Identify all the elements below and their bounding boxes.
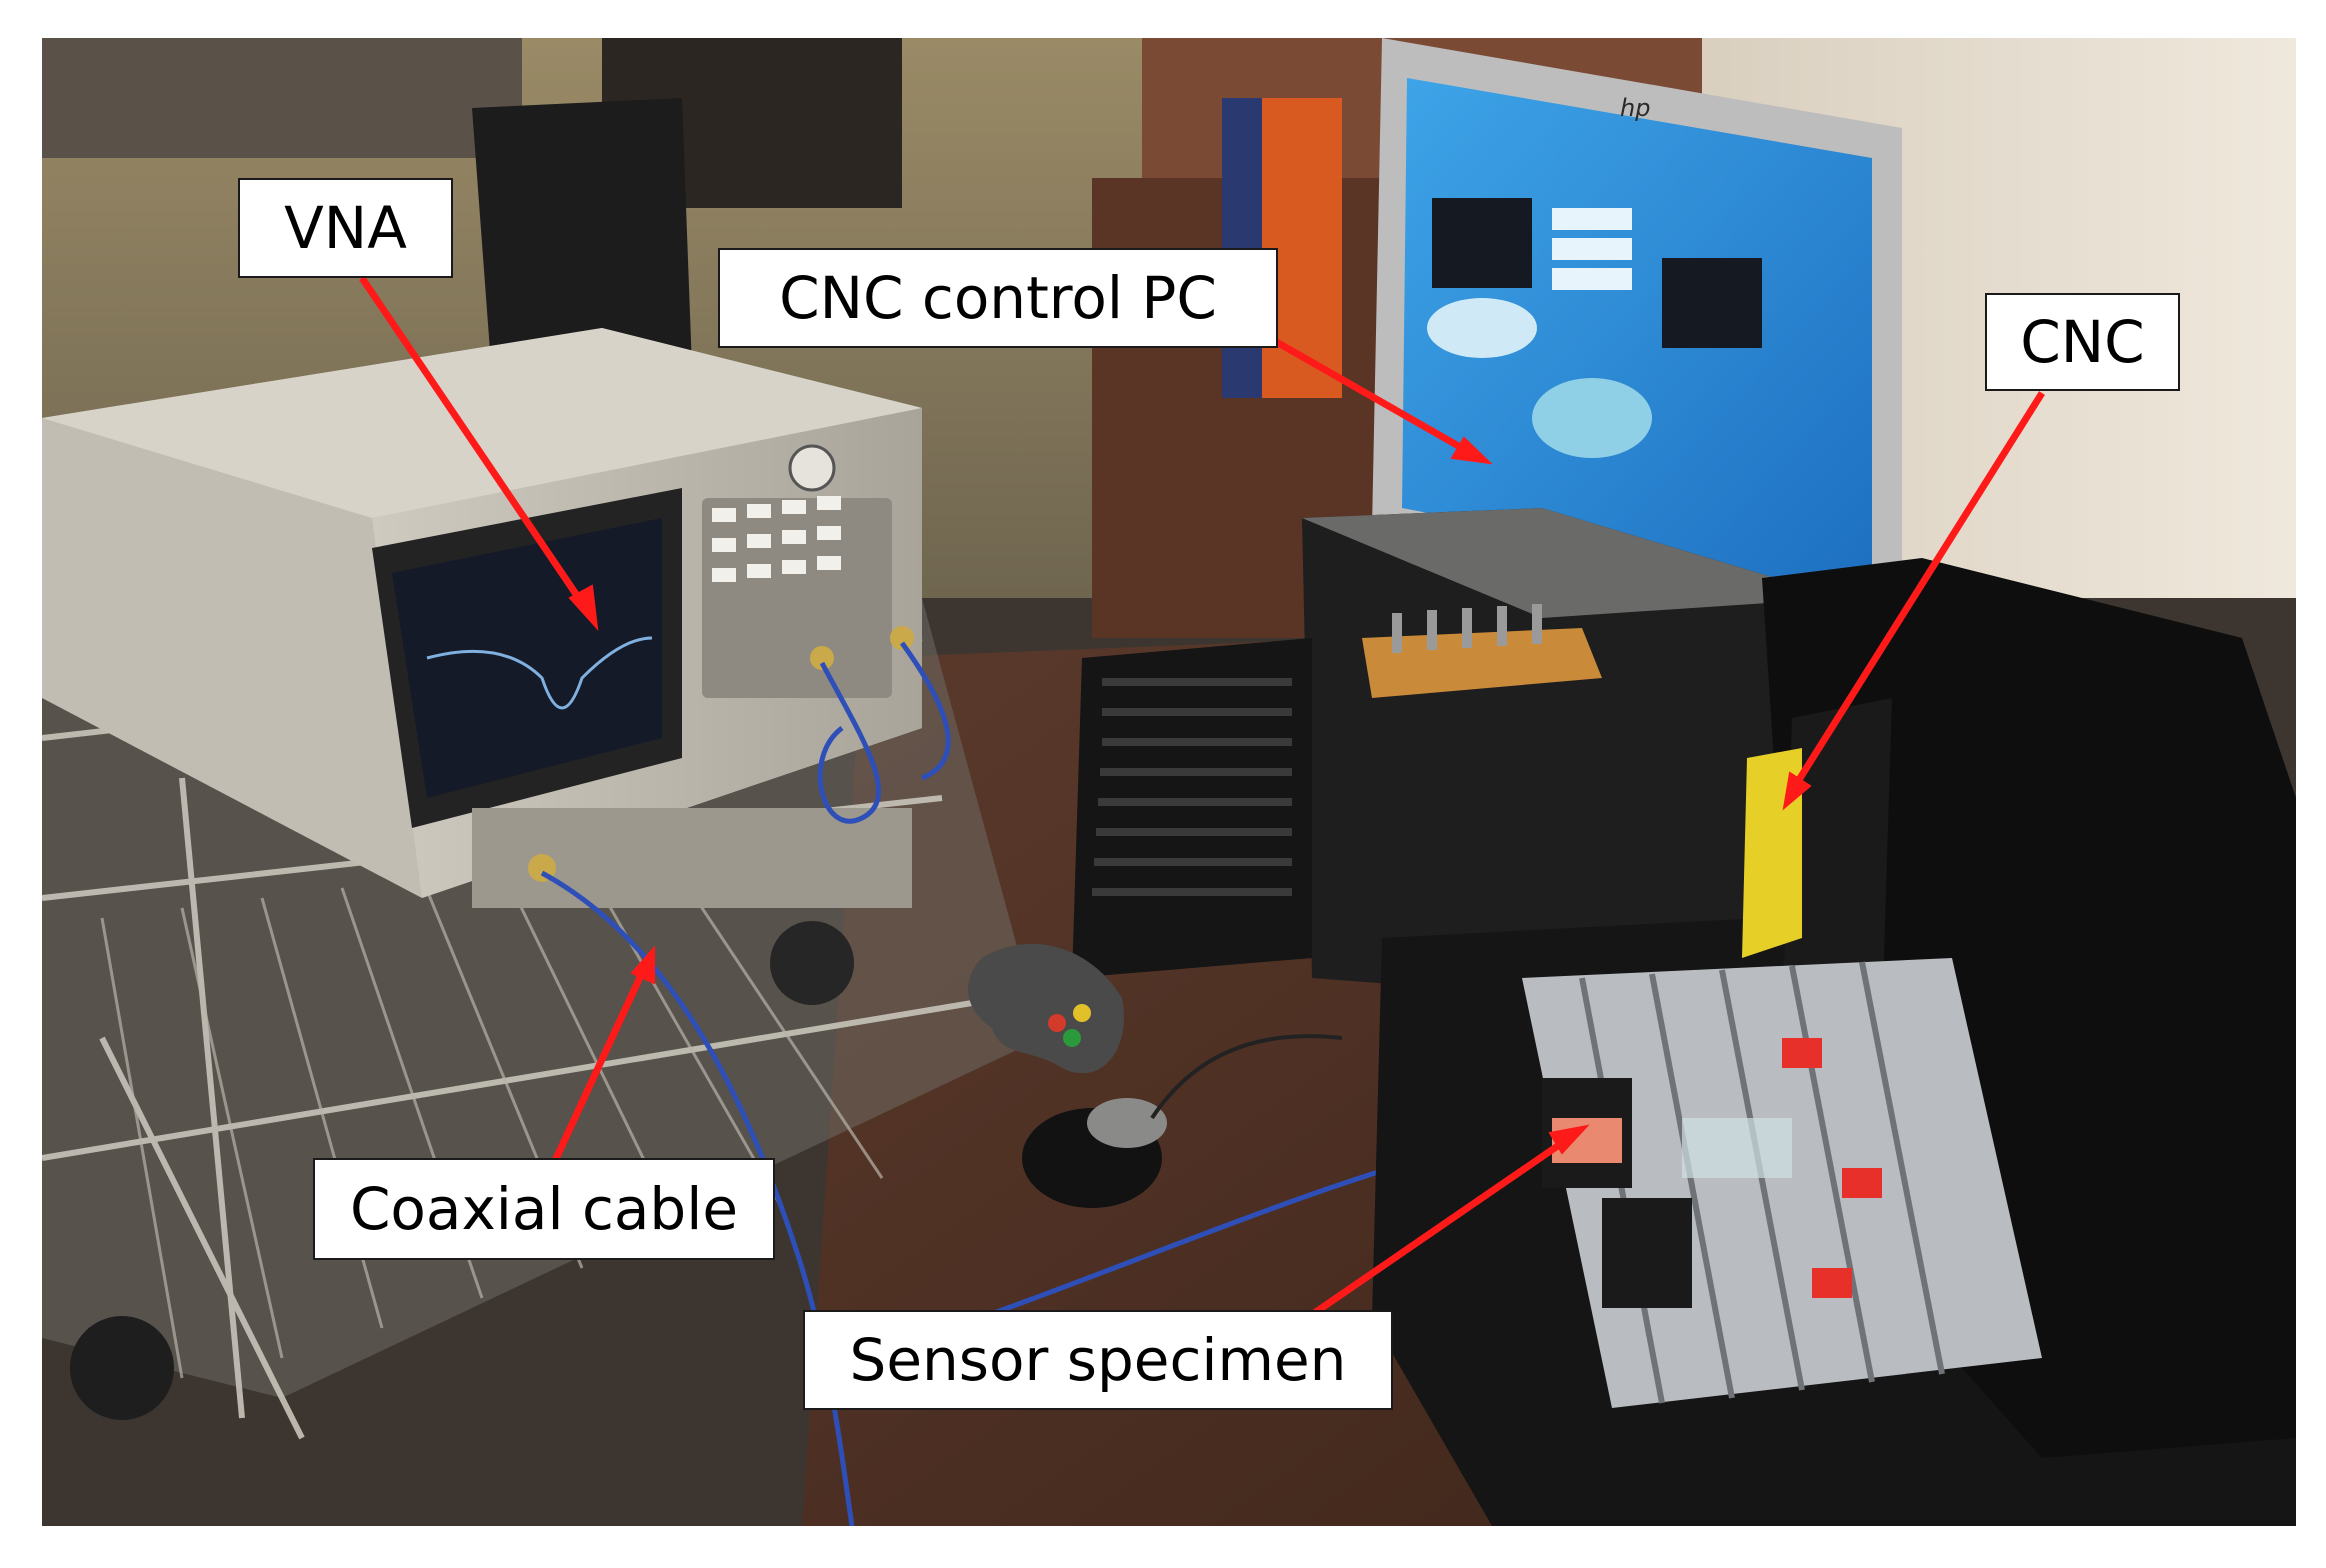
- cnc-label: CNC: [1985, 293, 2180, 391]
- monitor-brand-text: hp: [1620, 94, 1650, 122]
- lab-setup-photo: hp: [42, 38, 2296, 1526]
- sensor-specimen-label: Sensor specimen: [803, 1310, 1393, 1410]
- vna-label: VNA: [238, 178, 453, 278]
- cnc-control-pc-label: CNC control PC: [718, 248, 1278, 348]
- coaxial-cable-label: Coaxial cable: [313, 1158, 775, 1260]
